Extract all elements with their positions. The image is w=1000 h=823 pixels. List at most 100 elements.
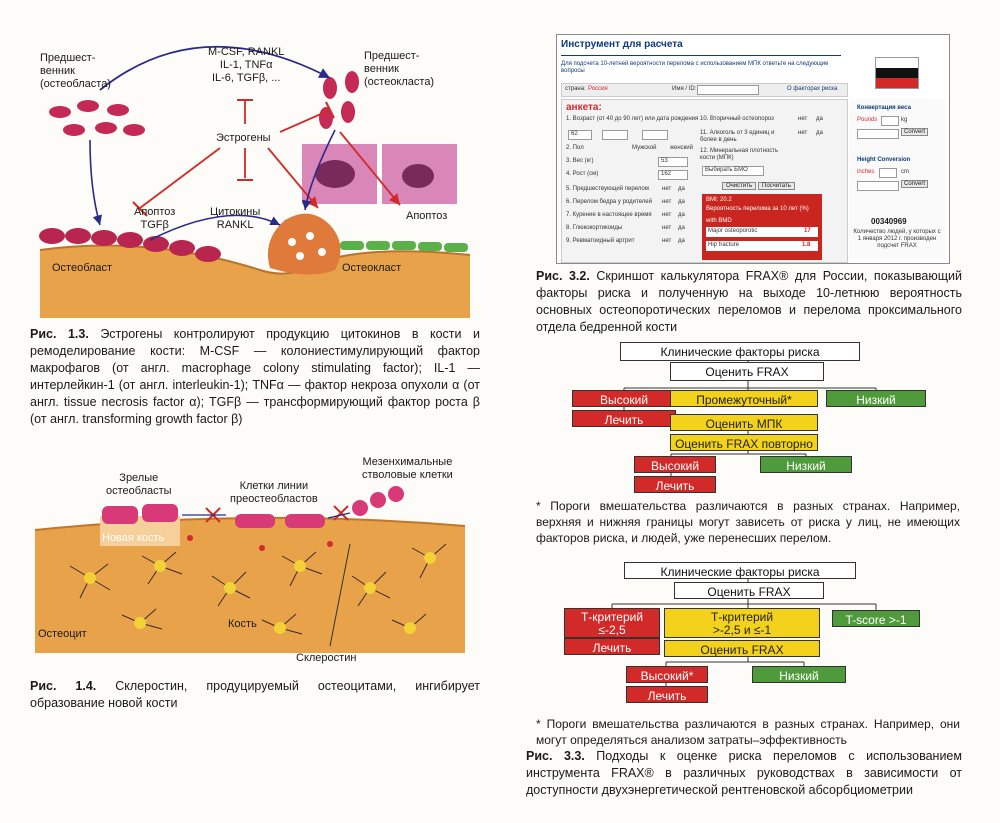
frax-pounds-input[interactable] xyxy=(881,116,899,126)
frax-age-value: 62 xyxy=(571,131,578,137)
flow1-high-2: Высокий xyxy=(634,456,716,473)
frax-inches-input[interactable] xyxy=(879,168,897,178)
flow1-intermediate: Промежуточный* xyxy=(670,390,818,407)
frax-yes-radio[interactable]: да xyxy=(678,199,685,205)
figure-1-4: Зрелые остеобласты Клетки линии преостео… xyxy=(30,448,470,676)
frax-no-radio[interactable]: нет xyxy=(662,212,672,218)
frax-no-radio[interactable]: нет xyxy=(662,186,672,192)
flow2-clinical-factors: Клинические факторы риска xyxy=(624,562,856,579)
frax-no-radio[interactable]: нет xyxy=(798,116,808,122)
flow1-treat: Лечить xyxy=(572,410,676,427)
frax-convert-button[interactable]: Convert xyxy=(901,128,929,136)
frax-q8: 8. Глюкокортикоиды xyxy=(566,225,623,231)
frax-cm-input[interactable] xyxy=(857,181,899,191)
frax-no-radio[interactable]: нет xyxy=(662,199,672,205)
frax-major-value: 17 xyxy=(804,228,811,234)
caption-text: Скриншот калькулятора FRAX® для России, … xyxy=(536,269,962,334)
caption-number: Рис. 1.4. xyxy=(30,679,97,693)
label-estrogens: Эстрогены xyxy=(216,132,271,144)
frax-country-bar: страна: Россия Имя / ID: О факторах риск… xyxy=(561,83,848,97)
frax-q4: 4. Рост (см) xyxy=(566,171,599,177)
caption-number: Рис. 3.3. xyxy=(526,749,585,763)
frax-hip-row: Hip fracture 1.8 xyxy=(706,241,818,251)
label-cytokines-mid: Цитокины RANKL xyxy=(210,206,261,231)
flow1-low: Низкий xyxy=(826,390,926,407)
label-osteoclast: Остеокласт xyxy=(342,262,402,274)
frax-hip-value: 1.8 xyxy=(802,242,811,248)
label-apoptosis-right: Апоптоз xyxy=(406,210,448,222)
frax-result-title: Вероятность перелома за 10 лет (%) xyxy=(706,206,809,212)
flow1-high: Высокий xyxy=(572,390,676,407)
frax-intro: Для подсчета 10-летней вероятности перел… xyxy=(561,61,829,74)
frax-yes-radio[interactable]: да xyxy=(816,130,823,136)
frax-header-line xyxy=(561,55,841,56)
frax-height-value: 162 xyxy=(661,171,672,177)
flow2-t-score-low: Т-критерий ≤-2,5 xyxy=(564,608,660,638)
frax-calc-button[interactable]: Посчитать xyxy=(758,182,795,190)
frax-risk-factors-link[interactable]: О факторах риска xyxy=(787,86,838,92)
frax-sex-female[interactable]: женский xyxy=(670,145,693,151)
figure-1-4-illustration xyxy=(34,486,466,653)
frax-q1: 1. Возраст (от 40 до 90 лет) или дата ро… xyxy=(566,116,699,122)
flowchart-1-note: * Пороги вмешательства различаются в раз… xyxy=(536,499,960,545)
frax-height-input[interactable] xyxy=(658,170,688,180)
frax-no-radio[interactable]: нет xyxy=(798,130,808,136)
caption-text: Склеростин, продуцируемый остеоцитами, и… xyxy=(30,679,480,710)
flow2-low: Низкий xyxy=(752,666,846,683)
frax-name-input[interactable] xyxy=(697,85,759,95)
flow2-high: Высокий* xyxy=(626,666,708,683)
frax-yes-radio[interactable]: да xyxy=(678,238,685,244)
frax-hip-label: Hip fracture xyxy=(708,242,740,248)
flow1-assess-frax: Оценить FRAX xyxy=(670,362,824,381)
frax-q6: 6. Перелом бедра у родителей xyxy=(566,199,652,205)
label-osteoblast: Остеобласт xyxy=(52,262,113,274)
caption-fig-3-3: Рис. 3.3. Подходы к оценке риска перелом… xyxy=(526,748,962,799)
frax-major-row: Major osteoporotic 17 xyxy=(706,227,818,237)
frax-q5: 5. Предшествующий перелом xyxy=(566,186,649,192)
caption-fig-1-3: Рис. 1.3. Эстрогены контролируют продукц… xyxy=(30,326,480,428)
label-new-bone: Новая кость xyxy=(102,532,165,544)
frax-yes-radio[interactable]: да xyxy=(678,225,685,231)
frax-no-radio[interactable]: нет xyxy=(662,225,672,231)
flowchart-1: Клинические факторы риска Оценить FRAX В… xyxy=(536,338,966,494)
label-bone: Кость xyxy=(228,618,257,630)
caption-number: Рис. 1.3. xyxy=(30,327,89,341)
label-mesenchymal: Мезенхимальные стволовые клетки xyxy=(362,456,453,481)
frax-convert-button[interactable]: Convert xyxy=(901,180,929,188)
frax-name-label: Имя / ID: xyxy=(672,86,697,92)
flow2-treat-2: Лечить xyxy=(626,686,708,703)
frax-kg-input[interactable] xyxy=(857,129,899,139)
flow1-treat-2: Лечить xyxy=(634,476,716,493)
figure-1-3: Предшест- венник (остеобласта) M-CSF, RA… xyxy=(30,30,480,320)
frax-major-label: Major osteoporotic xyxy=(708,228,758,234)
frax-country-label: страна: xyxy=(565,86,586,92)
frax-yes-radio[interactable]: да xyxy=(678,186,685,192)
frax-kg-label: kg xyxy=(901,117,908,123)
frax-country-value[interactable]: Россия xyxy=(588,86,608,92)
flow1-assess-bmd: Оценить МПК xyxy=(670,414,818,431)
flowchart-2: Клинические факторы риска Оценить FRAX Т… xyxy=(536,560,966,706)
frax-clear-button[interactable]: Очистить xyxy=(722,182,757,190)
frax-yes-radio[interactable]: да xyxy=(816,116,823,122)
flow1-reassess-frax: Оценить FRAX повторно xyxy=(670,434,818,451)
flow2-assess-frax-2: Оценить FRAX xyxy=(664,640,820,657)
frax-flag xyxy=(875,57,919,89)
flowchart-2-note: * Пороги вмешательства различаются в раз… xyxy=(536,717,960,747)
caption-text: Эстрогены контролируют продукцию цитокин… xyxy=(30,327,480,426)
frax-yes-radio[interactable]: да xyxy=(678,212,685,218)
frax-bmd-select[interactable] xyxy=(702,166,764,176)
frax-conversion-panel: Конвертация веса Pounds kg Convert Heigh… xyxy=(849,99,945,259)
frax-age-input[interactable] xyxy=(568,130,592,140)
frax-result-panel: BMI: 20.2 Вероятность перелома за 10 лет… xyxy=(702,194,822,260)
frax-no-radio[interactable]: нет xyxy=(662,238,672,244)
frax-month-input[interactable] xyxy=(602,130,628,140)
frax-weight-input[interactable] xyxy=(658,157,688,167)
flow1-clinical-factors: Клинические факторы риска xyxy=(620,342,860,361)
caption-text: Подходы к оценке риска переломов с испол… xyxy=(526,749,962,797)
label-preosteoclast: Предшест- венник (остеокласта) xyxy=(364,50,435,88)
flow2-t-score-mid: Т-критерий >-2,5 и ≤-1 xyxy=(664,608,820,638)
frax-day-input[interactable] xyxy=(642,130,668,140)
frax-sex-male[interactable]: Мужской xyxy=(632,145,657,151)
figure-1-3-illustration xyxy=(39,45,471,318)
label-osteocyte: Остеоцит xyxy=(38,628,87,640)
